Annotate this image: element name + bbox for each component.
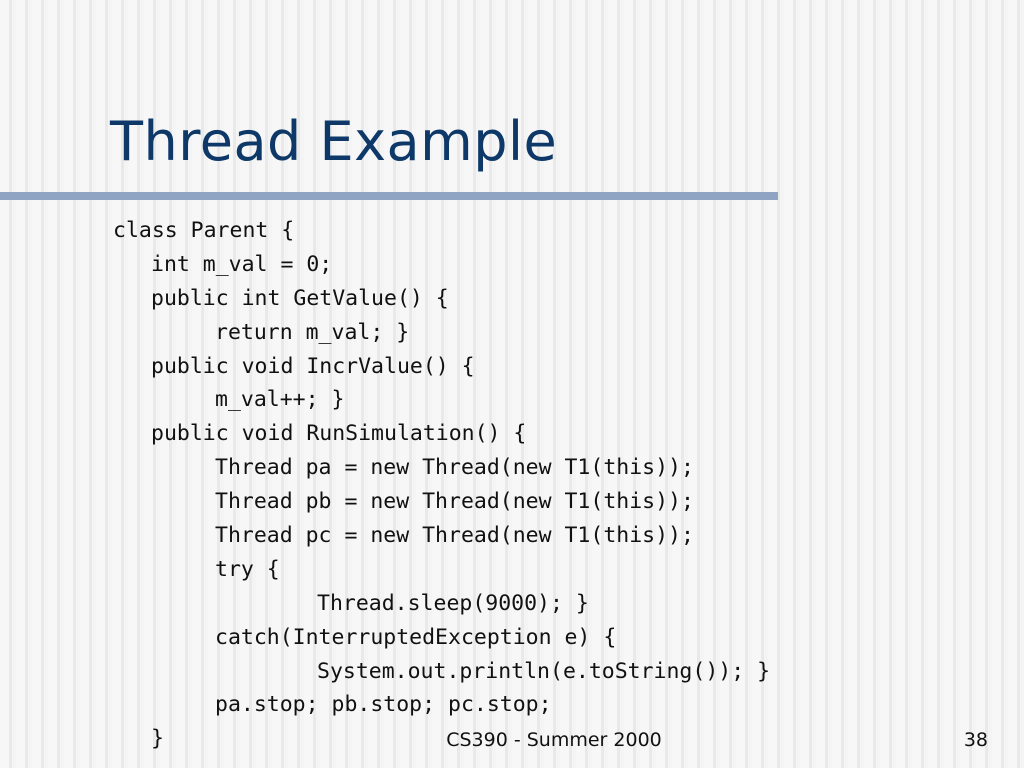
code-line: System.out.println(e.toString()); } [317, 658, 771, 684]
code-line: } [151, 726, 164, 752]
code-line: m_val++; } [215, 387, 345, 413]
code-line: Thread pa = new Thread(new T1(this)); [215, 455, 694, 481]
code-line: return m_val; } [215, 319, 410, 345]
code-line: int m_val = 0; [151, 251, 333, 277]
code-line: Thread.sleep(9000); } [317, 590, 589, 616]
code-block: class Parent { int m_val = 0; public int… [113, 214, 1013, 756]
code-line: public void IncrValue() { [151, 353, 475, 379]
code-line: public int GetValue() { [151, 285, 449, 311]
slide-title: Thread Example [110, 110, 558, 173]
code-line: pa.stop; pb.stop; pc.stop; [215, 692, 552, 718]
code-line: public void RunSimulation() { [151, 421, 527, 447]
title-divider [0, 192, 778, 200]
code-line: Thread pc = new Thread(new T1(this)); [215, 523, 694, 549]
footer-text: CS390 - Summer 2000 [446, 729, 662, 751]
code-line: class Parent { [113, 218, 295, 243]
page-number: 38 [963, 729, 988, 751]
code-line: try { [215, 556, 280, 582]
code-line: Thread pb = new Thread(new T1(this)); [215, 489, 694, 515]
code-line: catch(InterruptedException e) { [215, 624, 617, 650]
